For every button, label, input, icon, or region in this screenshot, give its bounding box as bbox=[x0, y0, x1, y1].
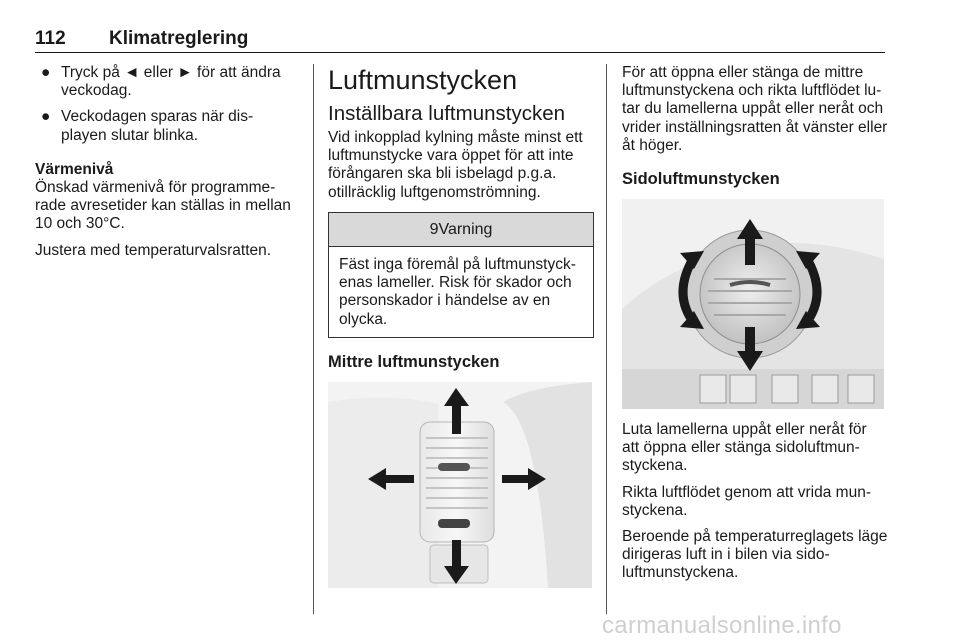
arrow-up-icon bbox=[444, 387, 469, 434]
side-vent-illustration bbox=[622, 199, 884, 410]
warning-header: 9Varning bbox=[329, 212, 593, 248]
warning-box: 9Varning Fäst inga föremål på luftmunsty… bbox=[328, 211, 594, 338]
page-number: 112 bbox=[35, 28, 66, 49]
warning-symbol: 9 bbox=[429, 220, 439, 238]
air-vents-title: Luftmunstycken bbox=[328, 65, 518, 95]
column-3: För att öppna eller stänga de mittre luf… bbox=[622, 64, 888, 591]
heat-level-heading: Värmenivå bbox=[35, 160, 114, 178]
side-vents-heading: Sidoluftmunstycken bbox=[622, 170, 780, 189]
side-vent-paragraph-2: Rikta luftflödet genom att vrida mun-sty… bbox=[622, 483, 871, 519]
center-vent-illustration bbox=[328, 381, 592, 588]
bullet-item: ● Tryck på ◄ eller ► för att ändra vecko… bbox=[35, 64, 297, 100]
adjustable-vents-subtitle: Inställbara luftmunstycken bbox=[328, 102, 566, 125]
bullet-dot: ● bbox=[41, 108, 51, 126]
arrow-down-icon bbox=[737, 327, 763, 372]
warning-title: Varning bbox=[438, 220, 493, 238]
center-vents-heading: Mittre luftmunstycken bbox=[328, 352, 500, 371]
section-title: Klimatreglering bbox=[109, 28, 249, 49]
warning-text: Fäst inga föremål på luftmunstyck-enas l… bbox=[339, 256, 576, 328]
column-divider-2 bbox=[606, 64, 607, 614]
arrow-left-icon bbox=[368, 467, 414, 490]
bullet-text: Tryck på ◄ eller ► för att ändra veckoda… bbox=[61, 64, 281, 100]
adjust-text: Justera med temperaturvalsratten. bbox=[35, 241, 272, 259]
arrow-right-icon bbox=[502, 467, 546, 490]
bullet-dot: ● bbox=[41, 64, 51, 81]
bullet-text: Veckodagen sparas när dis-playen slutar … bbox=[61, 108, 254, 144]
column-divider-1 bbox=[313, 64, 314, 614]
page-header: 112 Klimatreglering bbox=[35, 26, 885, 53]
column-2: Luftmunstycken Inställbara luftmunstycke… bbox=[328, 64, 594, 588]
watermark: carmanualsonline.info bbox=[602, 612, 842, 639]
side-vent-paragraph-1: Luta lamellerna uppåt eller neråt för at… bbox=[622, 421, 867, 475]
side-vent-paragraph-3: Beroende på temperaturreglagets läge dir… bbox=[622, 528, 888, 582]
arrow-down-icon bbox=[444, 539, 469, 584]
bullet-item: ● Veckodagen sparas när dis-playen sluta… bbox=[35, 108, 297, 144]
column-1: ● Tryck på ◄ eller ► för att ändra vecko… bbox=[35, 64, 297, 268]
heat-level-text: Önskad värmenivå för programme-rade avre… bbox=[35, 179, 291, 233]
arrow-up-icon bbox=[737, 219, 763, 266]
intro-text: Vid inkopplad kylning måste minst ett lu… bbox=[328, 129, 583, 201]
center-vent-instructions: För att öppna eller stänga de mittre luf… bbox=[622, 64, 888, 154]
